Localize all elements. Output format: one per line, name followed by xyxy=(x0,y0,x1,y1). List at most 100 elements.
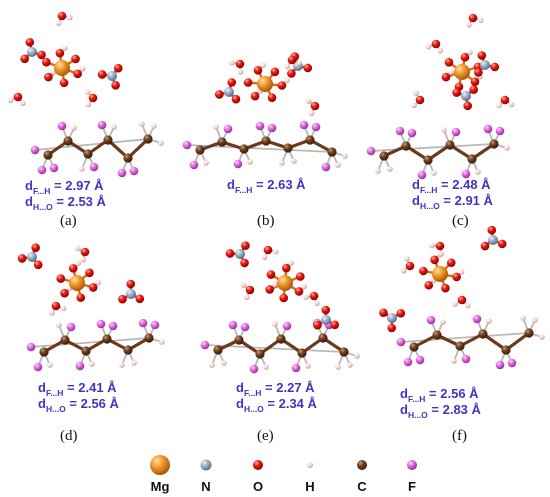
hydrogen-atom xyxy=(314,300,320,307)
distance-label-d-2: dH...O = 2.56 Å xyxy=(38,396,120,414)
nitrogen-atom xyxy=(235,249,245,259)
hydrogen-atom xyxy=(301,283,307,290)
oxygen-atom xyxy=(263,245,273,255)
oxygen-atom xyxy=(76,293,86,302)
oxygen-atom xyxy=(281,263,291,273)
distance-label-a-1: dF...H = 2.97 Å xyxy=(25,178,104,196)
panel-label-c: (c) xyxy=(452,213,469,229)
oxygen-atom xyxy=(227,78,237,87)
hydrogen-atom xyxy=(347,362,353,368)
fluorine-atom xyxy=(200,340,210,350)
legend-f-atom xyxy=(407,460,417,470)
fluorine-atom xyxy=(311,122,321,132)
fluorine-atom xyxy=(75,361,85,371)
oxygen-atom xyxy=(294,287,304,296)
hydrogen-atom xyxy=(95,279,102,286)
legend-mg-atom xyxy=(150,455,170,475)
hydrogen-atom xyxy=(85,101,92,108)
fluorine-atom xyxy=(66,322,76,332)
carbon-atom xyxy=(83,149,93,159)
hydrogen-atom xyxy=(466,22,472,28)
hydrogen-atom xyxy=(243,294,250,301)
nitrogen-atom xyxy=(321,315,331,325)
legend-c-atom xyxy=(357,460,367,470)
carbon-atom xyxy=(239,144,249,154)
carbon-atom xyxy=(255,349,265,359)
fluorine-atom xyxy=(255,121,265,131)
oxygen-atom xyxy=(490,62,500,72)
oxygen-atom xyxy=(267,93,277,102)
fluorine-atom xyxy=(461,169,471,179)
fluorine-atom xyxy=(472,314,482,324)
side-bond xyxy=(400,332,530,343)
nitrogen-atom xyxy=(480,60,490,70)
oxygen-atom xyxy=(468,13,478,23)
oxygen-atom xyxy=(60,288,69,298)
oxygen-atom xyxy=(480,241,490,251)
hydrogen-atom xyxy=(431,170,437,176)
hydrogen-atom xyxy=(213,124,219,130)
oxygen-atom xyxy=(241,241,250,250)
legend-c-label: C xyxy=(357,479,367,494)
hydrogen-atom xyxy=(413,90,419,96)
distance-label-b-1: dF...H = 2.63 Å xyxy=(227,177,306,195)
fluorine-atom xyxy=(299,120,309,130)
oxygen-atom xyxy=(111,81,120,90)
hydrogen-atom xyxy=(411,102,417,109)
fluorine-atom xyxy=(366,146,376,156)
oxygen-atom xyxy=(265,285,274,294)
legend-o-label: O xyxy=(253,479,263,494)
carbon-atom xyxy=(379,151,389,161)
panel-label-d: (d) xyxy=(60,428,78,444)
hydrogen-atom xyxy=(532,317,538,323)
fluorine-atom xyxy=(415,355,425,365)
oxygen-atom xyxy=(85,268,94,278)
legend-mg-label: Mg xyxy=(151,479,170,494)
fluorine-atom xyxy=(403,357,413,367)
fluorine-atom xyxy=(417,170,427,180)
carbon-atom xyxy=(81,346,91,356)
carbon-atom xyxy=(327,147,337,157)
oxygen-atom xyxy=(113,63,123,73)
hydrogen-atom xyxy=(504,145,510,151)
hydrogen-atom xyxy=(429,242,435,249)
hydrogen-atom xyxy=(375,168,381,174)
oxygen-atom xyxy=(253,66,263,75)
hydrogen-atom xyxy=(342,153,348,159)
panel-label-b: (b) xyxy=(257,213,275,229)
panel-b-molecule xyxy=(182,52,348,172)
hydrogen-atom xyxy=(520,315,526,321)
hydrogen-atom xyxy=(89,361,95,367)
fluorine-atom xyxy=(33,362,43,372)
distance-label-c-1: dF...H = 2.48 Å xyxy=(412,177,491,195)
legend-n-atom xyxy=(200,459,212,471)
oxygen-atom xyxy=(441,72,451,82)
hydrogen-atom xyxy=(55,20,62,27)
panel-label-f: (f) xyxy=(452,428,467,444)
fluorine-atom xyxy=(233,159,243,169)
fluorine-atom xyxy=(97,120,107,130)
oxygen-atom xyxy=(240,258,249,268)
fluorine-atom xyxy=(282,321,292,331)
carbon-atom xyxy=(339,347,349,357)
hydrogen-atom xyxy=(437,47,444,54)
carbon-atom xyxy=(234,335,244,345)
fluorine-atom xyxy=(461,354,471,364)
carbon-atom xyxy=(478,329,488,339)
oxygen-atom xyxy=(17,254,27,263)
carbon-atom xyxy=(143,134,153,144)
carbon-atom xyxy=(318,333,328,343)
oxygen-atom xyxy=(56,274,66,283)
oxygen-atom xyxy=(33,260,43,270)
hydrogen-atom xyxy=(79,66,86,72)
oxygen-atom xyxy=(487,225,497,235)
hydrogen-atom xyxy=(71,125,77,131)
side-bond xyxy=(34,138,149,151)
nitrogen-atom xyxy=(461,91,471,101)
oxygen-atom xyxy=(37,50,46,60)
hydrogen-atom xyxy=(284,63,291,70)
oxygen-atom xyxy=(431,39,441,49)
hydrogen-atom xyxy=(284,77,290,84)
hydrogen-atom xyxy=(271,281,278,288)
distance-label-c-2: dH...O = 2.91 Å xyxy=(412,193,494,211)
